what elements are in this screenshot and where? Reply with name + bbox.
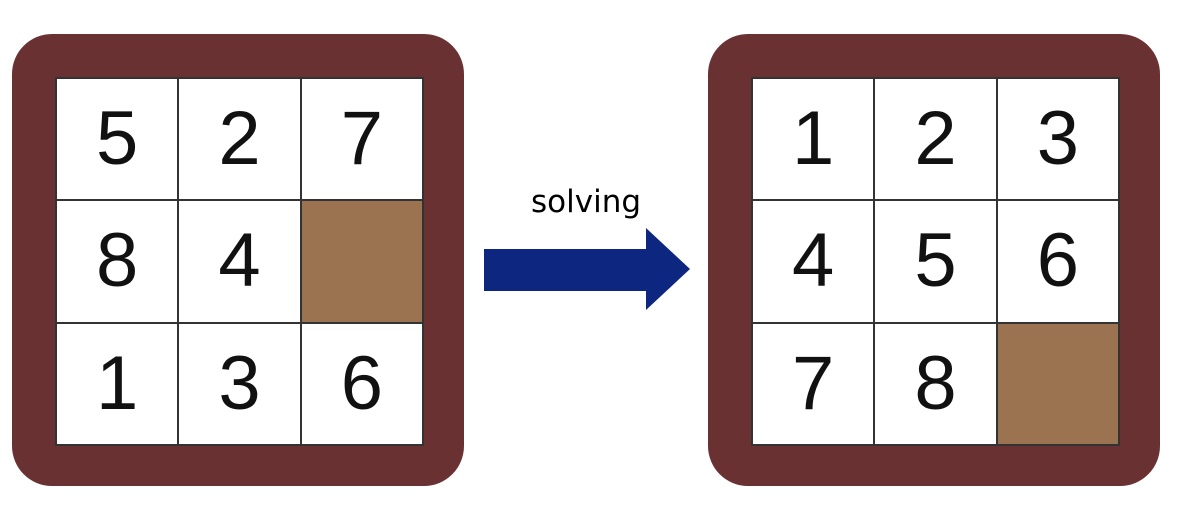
blank-tile <box>997 323 1118 444</box>
tile: 3 <box>997 79 1118 200</box>
tile: 2 <box>875 79 996 200</box>
tile: 1 <box>57 323 178 444</box>
blank-tile <box>301 201 422 322</box>
arrow-shape <box>484 228 690 310</box>
tile: 4 <box>753 201 874 322</box>
goal-board-grid: 1 2 3 4 5 6 7 8 <box>751 77 1120 446</box>
goal-board: 1 2 3 4 5 6 7 8 <box>708 34 1160 486</box>
tile: 6 <box>997 201 1118 322</box>
tile: 7 <box>753 323 874 444</box>
tile: 4 <box>179 201 300 322</box>
tile: 5 <box>875 201 996 322</box>
tile: 6 <box>301 323 422 444</box>
tile: 3 <box>179 323 300 444</box>
right-arrow-icon <box>484 228 690 310</box>
initial-board: 5 2 7 8 4 1 3 6 <box>12 34 464 486</box>
tile: 8 <box>57 201 178 322</box>
tile: 5 <box>57 79 178 200</box>
initial-board-grid: 5 2 7 8 4 1 3 6 <box>55 77 424 446</box>
transition-label: solving <box>531 184 642 220</box>
tile: 7 <box>301 79 422 200</box>
tile: 8 <box>875 323 996 444</box>
tile: 2 <box>179 79 300 200</box>
tile: 1 <box>753 79 874 200</box>
